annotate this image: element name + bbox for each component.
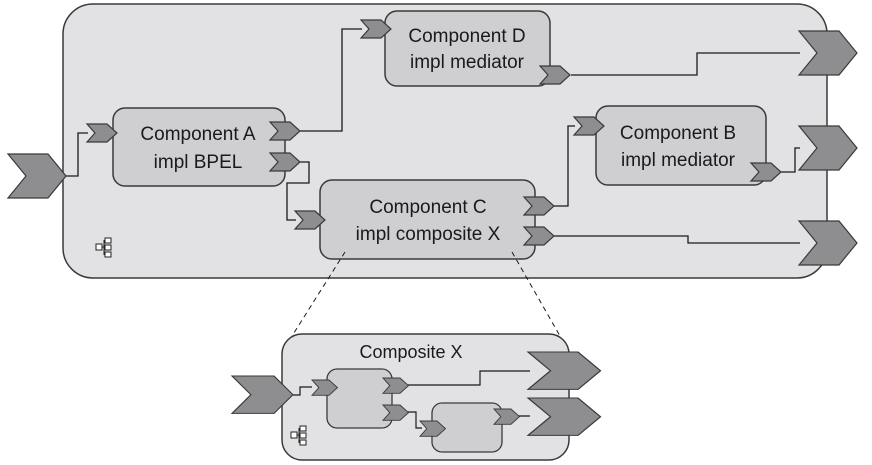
component-d-name: Component D <box>408 26 525 47</box>
component-a-box <box>112 107 286 187</box>
component-d-box <box>384 10 551 87</box>
component-a-impl: impl BPEL <box>154 152 243 173</box>
component-a-name: Component A <box>140 124 255 145</box>
component-c-box <box>319 179 536 260</box>
wire-d-to-ref1 <box>571 52 800 76</box>
wire-a-to-c <box>286 161 310 221</box>
component-b-name: Component B <box>620 123 736 144</box>
component-b-box <box>595 105 767 186</box>
component-b-impl: impl mediator <box>621 150 736 171</box>
component-c-impl: impl composite X <box>356 224 501 245</box>
wire-c-to-b <box>554 125 575 207</box>
component-d-impl: impl mediator <box>410 52 525 73</box>
wires <box>66 28 800 244</box>
wire-service-to-a <box>66 132 88 177</box>
detail-component-1 <box>326 368 393 429</box>
component-c-name: Component C <box>369 197 486 218</box>
composite-x-title: Composite X <box>359 342 462 362</box>
wire-c-to-ref3 <box>554 235 800 244</box>
wire-a-to-d <box>300 28 362 132</box>
wire-b-to-ref2 <box>781 147 800 173</box>
zoom-lines <box>291 251 561 337</box>
composite-service-chevron-icon <box>7 153 67 199</box>
